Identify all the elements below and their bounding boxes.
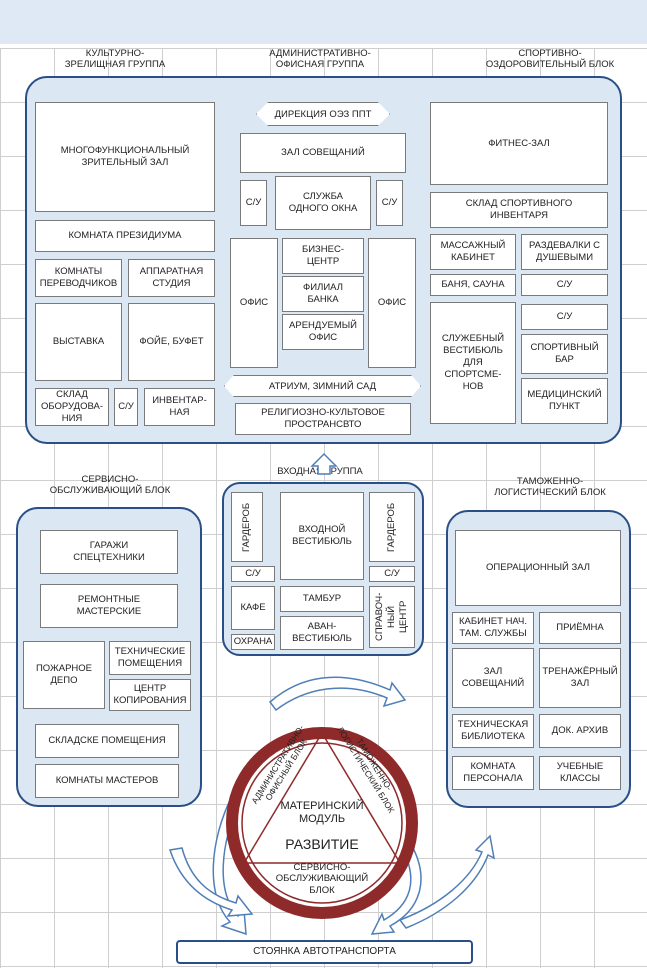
swirl-arrow-right <box>370 844 422 935</box>
masters-rooms: КОМНАТЫ МАСТЕРОВ <box>35 764 179 798</box>
customs-meeting-hall: ЗАЛ СОВЕЩАНИЙ <box>452 648 534 708</box>
exhibition: ВЫСТАВКА <box>35 303 122 381</box>
multifunctional-hall: МНОГОФУНКЦИОНАЛЬНЫЙ ЗРИТЕЛЬНЫЙ ЗАЛ <box>35 102 215 212</box>
copy-center: ЦЕНТР КОПИРОВАНИЯ <box>109 679 191 711</box>
training-classes: УЧЕБНЫЕ КЛАССЫ <box>539 756 621 790</box>
directorate: ДИРЕКЦИЯ ОЭЗ ППТ <box>256 102 390 126</box>
admin-wc-right: С/У <box>376 180 403 226</box>
sport-wc-1: С/У <box>521 274 608 296</box>
operations-hall: ОПЕРАЦИОННЫЙ ЗАЛ <box>455 530 621 606</box>
office-right: ОФИС <box>368 238 416 368</box>
entrance-title: ВХОДНАЯ ГРУППА <box>277 466 363 477</box>
swirl-arrow-bottom-left <box>169 847 254 917</box>
cafe: КАФЕ <box>231 586 275 630</box>
entrance-lobby: ВХОДНОЙ ВЕСТИБЮЛЬ <box>280 492 364 580</box>
entrance-up-arrow <box>310 452 338 475</box>
tambour: ТАМБУР <box>280 586 364 612</box>
cultural-title: КУЛЬТУРНО- ЗРЕЛИЩНАЯ ГРУППА <box>64 48 166 71</box>
inventory-room: ИНВЕНТАР- НАЯ <box>144 388 215 426</box>
swirl-arrow-bottom-right <box>398 834 496 929</box>
security: ОХРАНА <box>231 634 275 650</box>
business-center: БИЗНЕС- ЦЕНТР <box>282 238 364 274</box>
sauna: БАНЯ, САУНА <box>430 274 516 296</box>
parking: СТОЯНКА АВТОТРАНСПОРТА <box>176 940 473 964</box>
office-left: ОФИС <box>230 238 278 368</box>
special-garages: ГАРАЖИ СПЕЦТЕХНИКИ <box>40 530 178 574</box>
fire-depot: ПОЖАРНОЕ ДЕПО <box>23 641 105 709</box>
warehouse-rooms: СКЛАДСКЕ ПОМЕЩЕНИЯ <box>35 724 179 758</box>
entrance-wc-right: С/У <box>369 566 415 582</box>
entrance-wc-left: С/У <box>231 566 275 582</box>
swirl-arrow-top <box>268 676 407 712</box>
customs-title: ТАМОЖЕННО- ЛОГИСТИЧЕСКИЙ БЛОК <box>494 476 606 499</box>
admin-title: АДМИНИСТРАТИВНО- ОФИСНАЯ ГРУППА <box>269 48 371 71</box>
repair-workshops: РЕМОНТНЫЕ МАСТЕРСКИЕ <box>40 584 178 628</box>
technical-rooms: ТЕХНИЧЕСКИЕ ПОМЕЩЕНИЯ <box>109 641 191 675</box>
cultural-wc: С/У <box>114 388 138 426</box>
translators-rooms: КОМНАТЫ ПЕРЕВОДЧИКОВ <box>35 259 122 297</box>
one-window-service: СЛУЖБА ОДНОГО ОКНА <box>275 176 371 230</box>
staff-room: КОМНАТА ПЕРСОНАЛА <box>452 756 534 790</box>
atrium: АТРИУМ, ЗИМНИЙ САД <box>224 375 421 397</box>
bank-branch: ФИЛИАЛ БАНКА <box>282 276 364 312</box>
customs-chief-office: КАБИНЕТ НАЧ. ТАМ. СЛУЖБЫ <box>452 612 534 644</box>
sport-title: СПОРТИВНО- ОЗДОРОВИТЕЛЬНЫЙ БЛОК <box>485 48 615 71</box>
doc-archive: ДОК. АРХИВ <box>539 714 621 748</box>
equipment-storage: СКЛАД ОБОРУДОВА- НИЯ <box>35 388 109 426</box>
fitness-hall: ФИТНЕС-ЗАЛ <box>430 102 608 185</box>
rented-office: АРЕНДУЕМЫЙ ОФИС <box>282 314 364 350</box>
medical-point: МЕДИЦИНСКИЙ ПУНКТ <box>521 378 608 424</box>
sport-wc-2: С/У <box>521 304 608 330</box>
reception: ПРИЁМНА <box>539 612 621 644</box>
module-center-label: МАТЕРИНСКИЙ МОДУЛЬ <box>280 800 364 826</box>
changing-rooms: РАЗДЕВАЛКИ С ДУШЕВЫМИ <box>521 234 608 270</box>
technical-library: ТЕХНИЧЕСКАЯ БИБЛИОТЕКА <box>452 714 534 748</box>
presidium-room: КОМНАТА ПРЕЗИДИУМА <box>35 220 215 252</box>
module-inner-ring <box>241 742 403 904</box>
religious-space: РЕЛИГИОЗНО-КУЛЬТОВОЕ ПРОСТРАНСВТО <box>235 403 411 435</box>
gym: ТРЕНАЖЁРНЫЙ ЗАЛ <box>539 648 621 708</box>
module-service-label: СЕРВИСНО- ОБСЛУЖИВАЮЩИЙ БЛОК <box>275 862 369 896</box>
module-development-label: РАЗВИТИЕ <box>285 836 359 852</box>
avan-lobby: АВАН- ВЕСТИБЮЛЬ <box>280 616 364 650</box>
service-title: СЕРВИСНО- ОБСЛУЖИВАЮЩИЙ БЛОК <box>49 474 171 497</box>
admin-wc-left: С/У <box>240 180 267 226</box>
admin-meeting-hall: ЗАЛ СОВЕЩАНИЙ <box>240 133 406 173</box>
module-triangle <box>242 731 402 864</box>
athletes-lobby: СЛУЖЕБНЫЙ ВЕСТИБЮЛЬ ДЛЯ СПОРТСМЕ- НОВ <box>430 302 516 424</box>
top-banner <box>0 0 647 44</box>
studio: АППАРАТНАЯ СТУДИЯ <box>128 259 215 297</box>
massage-room: МАССАЖНЫЙ КАБИНЕТ <box>430 234 516 270</box>
foyer-buffet: ФОЙЕ, БУФЕТ <box>128 303 215 381</box>
sport-bar: СПОРТИВНЫЙ БАР <box>521 334 608 374</box>
sport-storage: СКЛАД СПОРТИВНОГО ИНВЕНТАРЯ <box>430 192 608 228</box>
